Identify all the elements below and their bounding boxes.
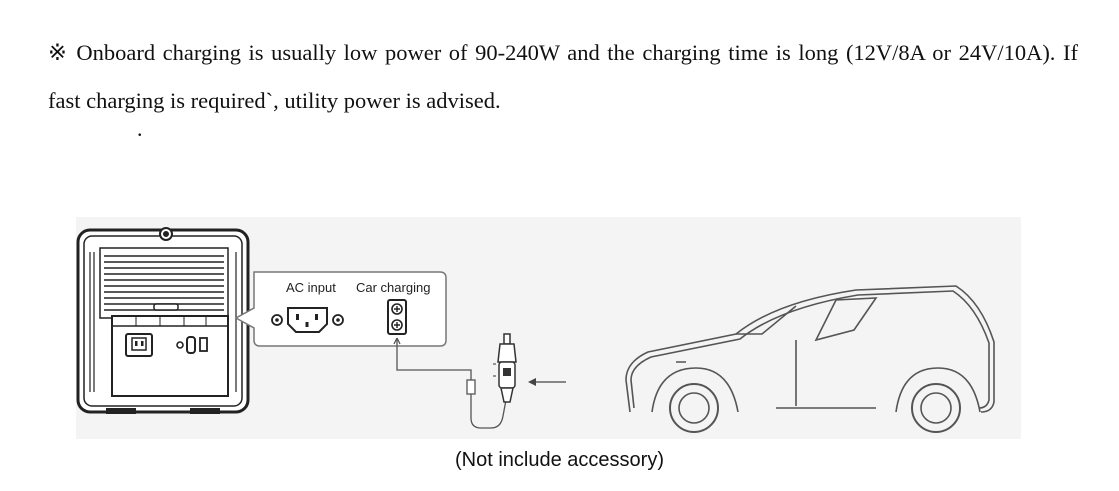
ac-input-label: AC input	[286, 280, 336, 295]
stray-dot: .	[137, 116, 143, 141]
car-charger-plug-icon	[493, 333, 517, 403]
charging-cable	[393, 337, 507, 429]
figure-caption: (Not include accessory)	[455, 449, 664, 471]
charging-note: ※ Onboard charging is usually low power …	[48, 39, 1078, 113]
car-illustration	[625, 285, 995, 433]
car-charging-diagram: AC input Car charging	[76, 212, 1026, 444]
ac-input-port-icon	[271, 307, 344, 333]
port-callout	[234, 271, 447, 347]
car-charging-port-icon	[387, 299, 407, 335]
power-station-illustration	[76, 227, 250, 414]
car-charging-label: Car charging	[356, 280, 430, 295]
diagram-svg: AC input Car charging	[76, 217, 1021, 439]
arrow-icon	[528, 378, 566, 386]
